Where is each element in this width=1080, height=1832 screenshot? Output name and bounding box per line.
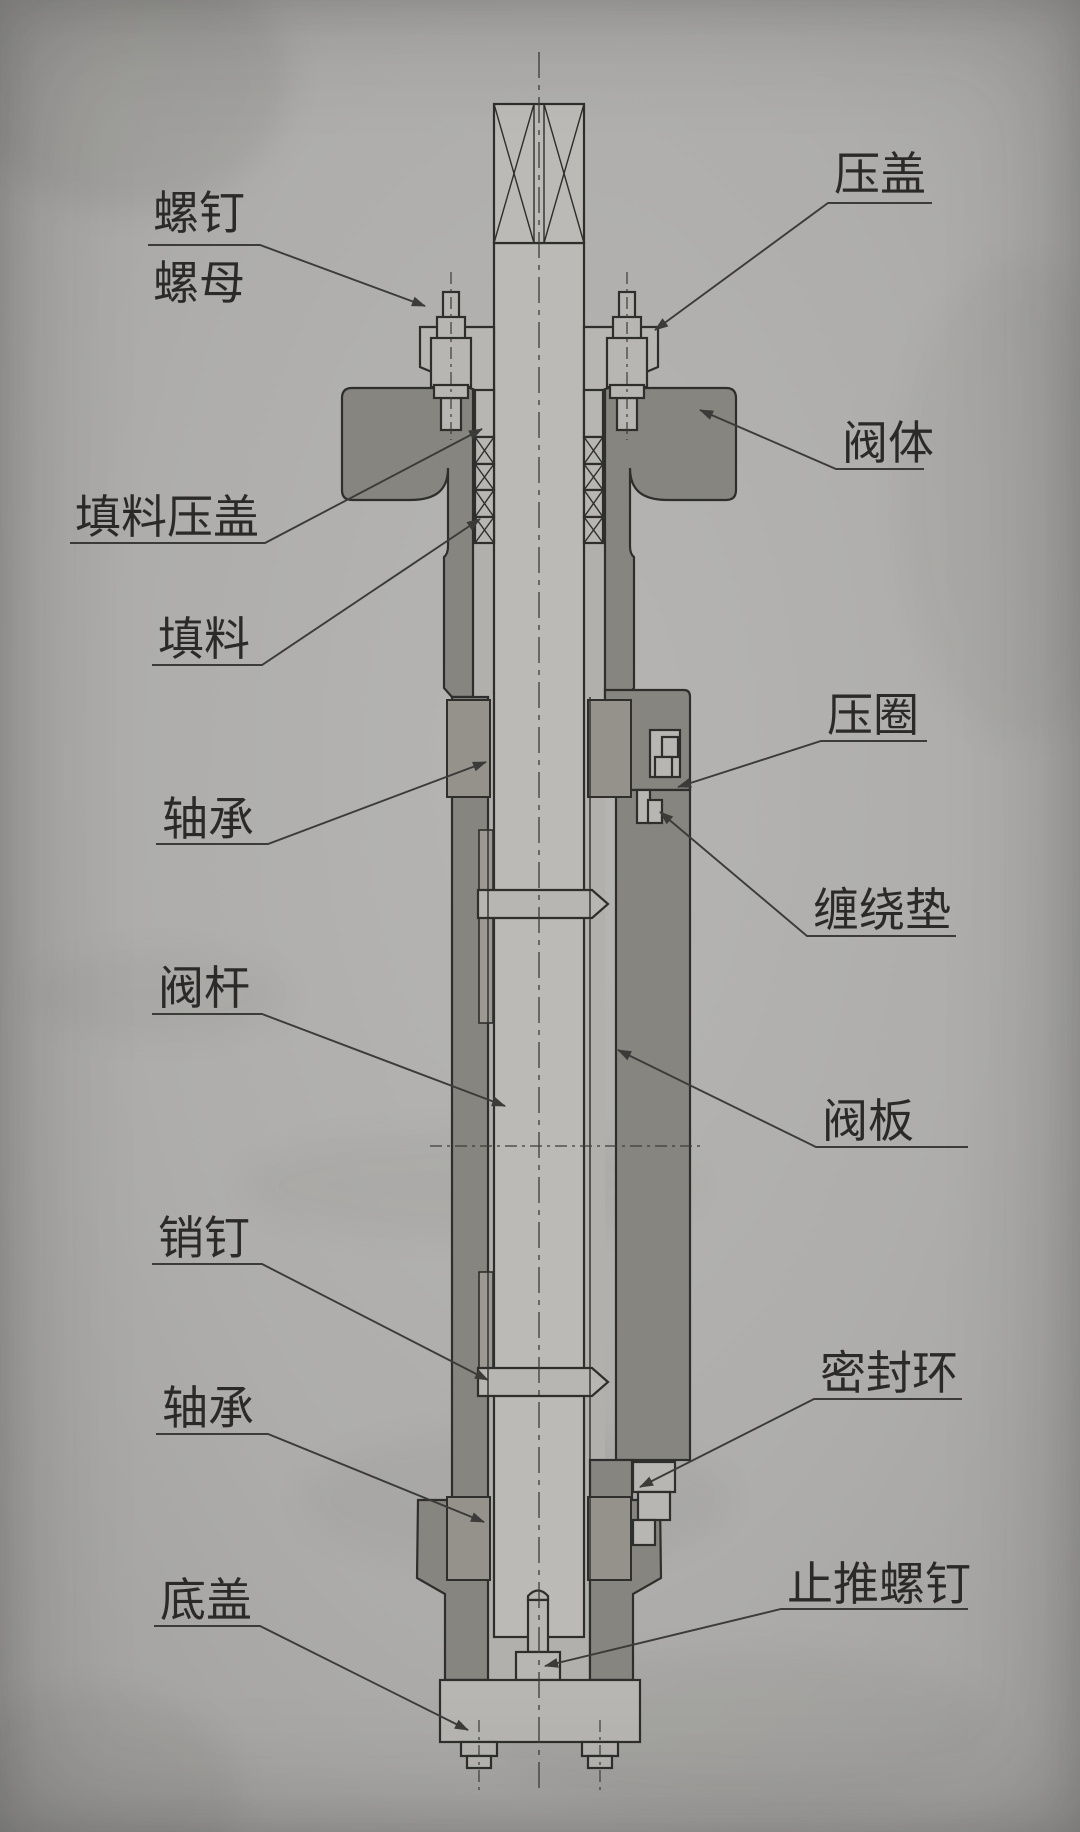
leader-valve-plate (617, 1049, 968, 1148)
valve-plate (614, 788, 692, 1462)
valve-body-left (340, 386, 475, 699)
stud-bolt-right (605, 272, 649, 440)
valve-assembly (340, 52, 738, 1795)
bearing-lower-right (587, 1496, 632, 1581)
leader-seal-ring (639, 1398, 962, 1488)
leader-valve-body (699, 409, 924, 470)
leader-pin (152, 1263, 489, 1381)
pin-lower (476, 1366, 610, 1398)
label-valve-stem: 阀杆 (158, 963, 250, 1014)
part-labels: 螺钉 螺母 填料压盖 填料 轴承 阀杆 销钉 轴承 底盖 压盖 阀体 压圈 缠绕… (75, 149, 971, 1626)
label-wound-gasket: 缠绕垫 (813, 885, 951, 936)
thrust-screw (514, 1589, 562, 1682)
leader-bottom-cover (154, 1625, 469, 1731)
label-nut: 螺母 (153, 258, 245, 309)
packing-follower-right (582, 388, 605, 439)
label-valve-body: 阀体 (842, 418, 934, 469)
leader-thrust-screw (544, 1608, 968, 1668)
label-pin: 销钉 (158, 1213, 250, 1264)
leader-gland (654, 202, 932, 331)
label-gland: 压盖 (834, 149, 926, 200)
leader-lines (70, 202, 968, 1731)
leader-pressure-ring (677, 740, 927, 788)
label-packing-gland: 填料压盖 (75, 492, 259, 543)
label-bearing-upper: 轴承 (162, 794, 254, 845)
pressure-ring-parts (648, 728, 682, 779)
leader-screw-nut (148, 244, 426, 307)
stem-square-drive (492, 102, 586, 245)
valve-body-right (603, 386, 738, 699)
leader-valve-stem (152, 1013, 506, 1107)
label-screw: 螺钉 (153, 188, 245, 239)
packing-rings-left (473, 435, 496, 545)
bearing-upper-left (446, 699, 491, 798)
label-bottom-cover: 底盖 (160, 1575, 252, 1626)
stud-bolt-left (429, 272, 473, 440)
label-packing: 填料 (158, 614, 250, 665)
stem-guide-bush-upper (478, 829, 494, 1024)
label-bearing-lower: 轴承 (162, 1383, 254, 1434)
label-thrust-screw: 止推螺钉 (787, 1559, 971, 1610)
packing-rings-right (582, 435, 605, 545)
seal-ring-parts (631, 1460, 677, 1547)
label-valve-plate: 阀板 (822, 1096, 914, 1147)
leader-bearing-upper (156, 761, 487, 845)
leader-wound-gasket (659, 811, 956, 937)
packing-follower-left (473, 388, 496, 439)
bottom-cover (438, 1678, 642, 1744)
label-seal-ring: 密封环 (820, 1348, 958, 1399)
bearing-upper-right (587, 699, 632, 798)
leader-packing (152, 518, 481, 666)
bottom-bolt-right (580, 1720, 620, 1792)
leader-packing-gland (70, 428, 483, 544)
pin-upper (476, 888, 610, 920)
wound-gasket-parts (635, 788, 664, 825)
leader-bearing-lower (156, 1433, 485, 1523)
stem-guide-bush-lower (478, 1271, 494, 1369)
label-pressure-ring: 压圈 (827, 690, 919, 741)
bottom-bolt-left (459, 1720, 499, 1792)
